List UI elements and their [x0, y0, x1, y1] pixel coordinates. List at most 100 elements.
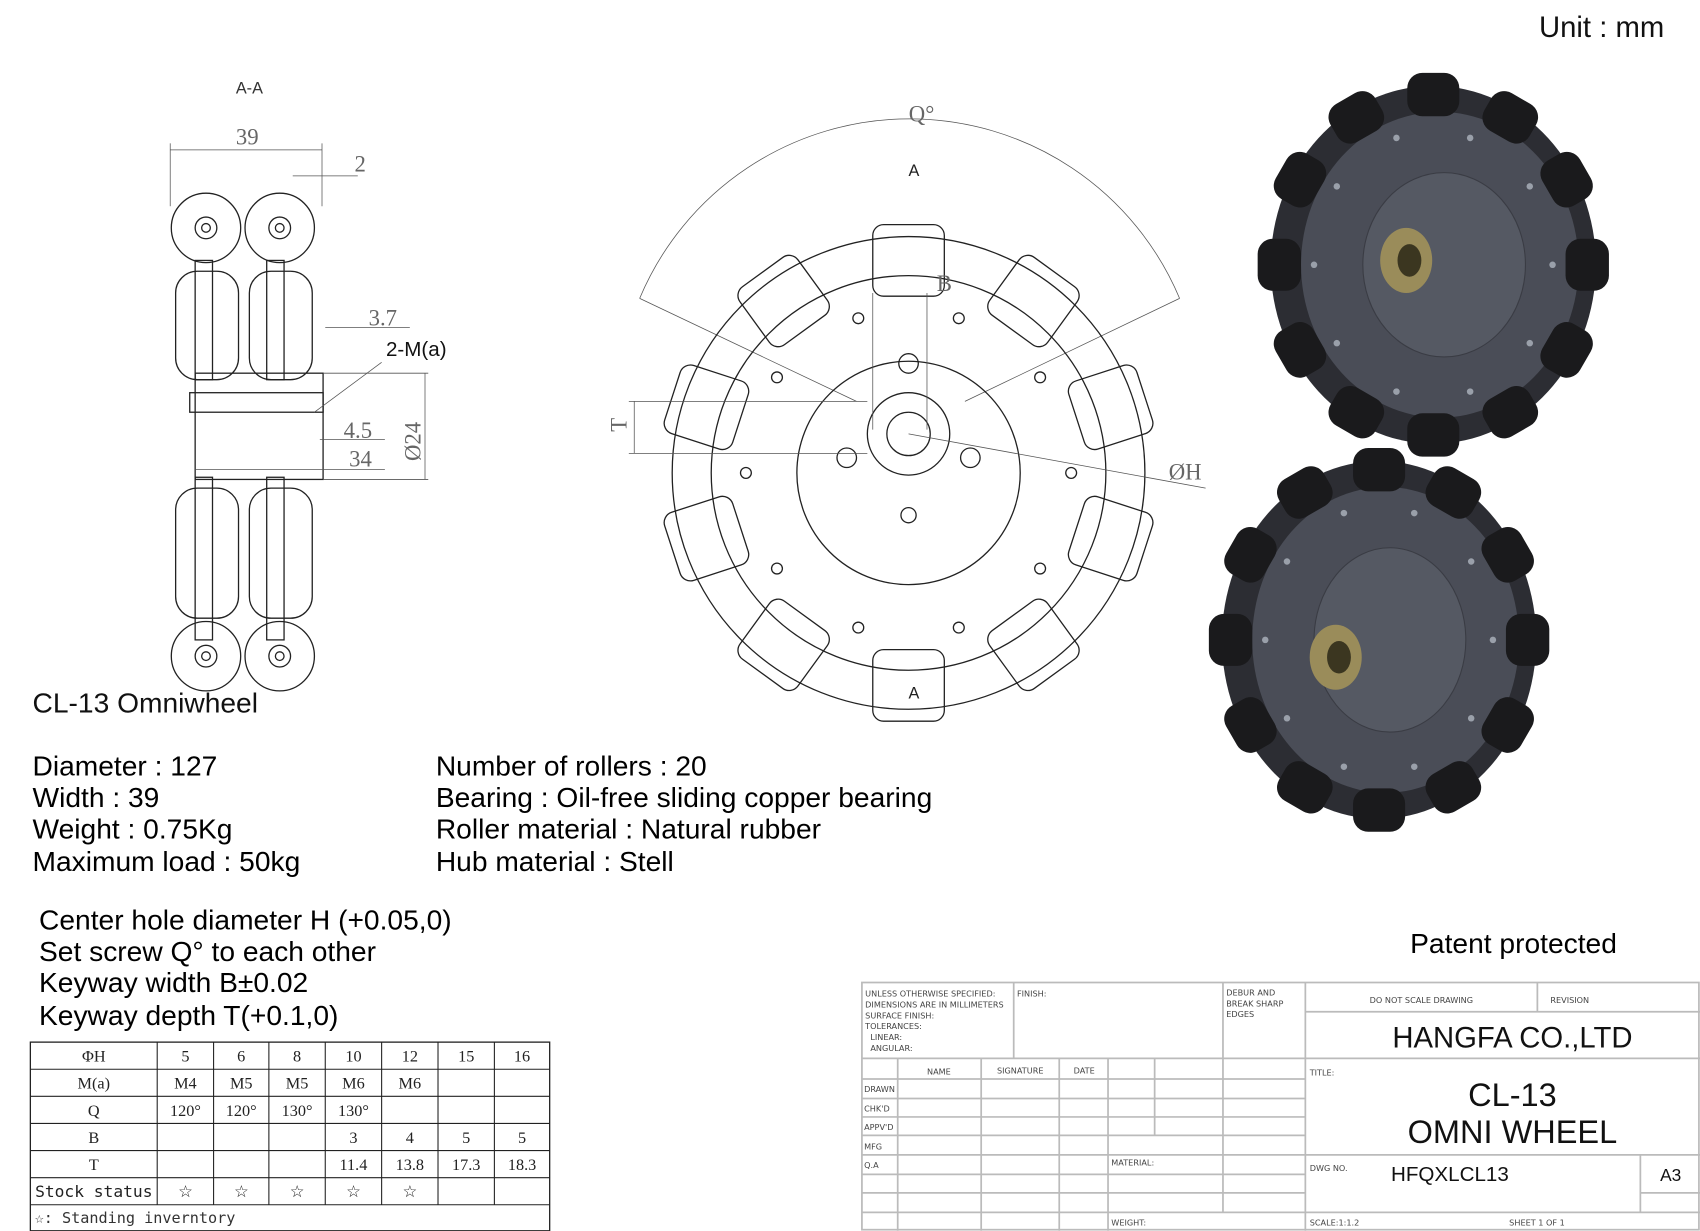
- table-cell: 17.3: [452, 1156, 480, 1174]
- table-cell: 13.8: [396, 1156, 424, 1174]
- bolt: [1411, 763, 1418, 770]
- table-cell: 120°: [170, 1102, 201, 1120]
- tb-role-drawn: DRAWN: [864, 1084, 895, 1094]
- table-cell: T: [89, 1156, 99, 1174]
- spec-hub-material: Hub material : Stell: [436, 845, 674, 877]
- bolt: [1333, 183, 1341, 190]
- front-roller: [872, 649, 945, 722]
- spec-roller-material: Roller material : Natural rubber: [436, 812, 821, 844]
- table-footnote: ☆: Standing inverntory: [35, 1209, 236, 1227]
- set-screw-hole: [898, 353, 919, 374]
- bolt: [1283, 558, 1291, 565]
- title-block-border: [861, 981, 1700, 1231]
- rubber-roller: [1481, 697, 1534, 753]
- rubber-roller: [1224, 526, 1277, 583]
- tb-weight: WEIGHT:: [1111, 1217, 1146, 1227]
- product-title: CL-13 Omniwheel: [33, 687, 258, 719]
- tb-header-signature: SIGNATURE: [997, 1066, 1044, 1076]
- section-view: A-A 39 2 3.7 2-M(a) 4.5 34 Ø24: [169, 79, 447, 692]
- tb-material: MATERIAL:: [1111, 1158, 1154, 1168]
- note-center-hole: Center hole diameter H (+0.05,0): [39, 903, 452, 935]
- tb-tol-5: ANGULAR:: [865, 1043, 912, 1053]
- tb-title-label: TITLE:: [1309, 1068, 1335, 1078]
- table-cell: ☆: [403, 1183, 418, 1201]
- cut-mark-top: A: [909, 162, 920, 180]
- patent-label: Patent protected: [1410, 927, 1617, 959]
- roller-axle: [201, 651, 211, 662]
- section-label: A-A: [236, 79, 263, 97]
- spec-rollers: Number of rollers : 20: [436, 749, 707, 781]
- roller-axle: [268, 644, 292, 668]
- dim-bore: Ø24: [401, 421, 426, 461]
- tb-tol-2: SURFACE FINISH:: [865, 1010, 934, 1020]
- rubber-roller: [1540, 322, 1593, 378]
- dim-d1: 3.7: [369, 305, 397, 330]
- mount-hole: [1034, 371, 1047, 384]
- rubber-roller: [1276, 466, 1333, 519]
- front-view: Q° A A B T ØH: [607, 102, 1206, 722]
- table-cell: 130°: [282, 1102, 313, 1120]
- tb-size: A3: [1660, 1165, 1681, 1185]
- section-roller-body: [248, 487, 313, 619]
- front-roller: [737, 598, 830, 692]
- tb-header-name: NAME: [927, 1067, 951, 1077]
- table-cell: 16: [514, 1048, 530, 1066]
- table-cell: ☆: [290, 1183, 305, 1201]
- table-cell: B: [88, 1129, 99, 1147]
- front-roller: [1067, 495, 1154, 582]
- tb-revision: REVISION: [1550, 995, 1589, 1005]
- mount-hole: [739, 466, 752, 480]
- dim-depth: T: [607, 418, 632, 432]
- table-cell: 3: [349, 1129, 357, 1147]
- bolt: [1489, 636, 1497, 644]
- bolt: [1261, 636, 1269, 644]
- tb-tol-4: LINEAR:: [865, 1032, 902, 1042]
- mount-hole: [952, 312, 965, 325]
- mount-hole: [952, 621, 965, 634]
- section-roller: [170, 192, 242, 264]
- section-plate: [266, 259, 285, 381]
- rubber-roller: [1482, 91, 1539, 144]
- tb-title-line2: OMNI WHEEL: [1408, 1114, 1618, 1150]
- rubber-roller: [1425, 761, 1482, 814]
- notes: Center hole diameter H (+0.05,0) Set scr…: [39, 903, 452, 1030]
- note-keyway-depth: Keyway depth T(+0.1,0): [39, 999, 338, 1031]
- dim-d2: 4.5: [344, 418, 372, 443]
- bolt: [1283, 715, 1291, 722]
- front-roller: [987, 254, 1080, 348]
- section-roller: [170, 620, 242, 692]
- dim-offset: 2: [355, 152, 366, 177]
- tb-debur-1: BREAK SHARP: [1226, 998, 1283, 1008]
- mount-hole: [770, 562, 784, 575]
- spec-diameter: Diameter : 127: [33, 749, 218, 781]
- table-cell: 5: [181, 1048, 189, 1066]
- tb-sheet: SHEET 1 OF 1: [1509, 1217, 1565, 1227]
- section-roller: [244, 192, 316, 264]
- tb-role-qa: Q.A: [864, 1160, 879, 1170]
- table-cell: M5: [230, 1075, 253, 1093]
- rubber-roller: [1208, 613, 1253, 666]
- bolt: [1411, 509, 1418, 517]
- table-cell: 5: [462, 1129, 470, 1147]
- table-cell: M4: [174, 1075, 197, 1093]
- rubber-roller: [1407, 413, 1460, 457]
- bolt: [1526, 339, 1534, 347]
- mount-hole: [852, 621, 865, 634]
- bolt: [1333, 339, 1341, 347]
- mount-hole: [1065, 466, 1078, 480]
- bolt: [1393, 134, 1400, 142]
- tolerance-notes: UNLESS OTHERWISE SPECIFIED: DIMENSIONS A…: [864, 989, 1004, 1053]
- tb-tol-0: UNLESS OTHERWISE SPECIFIED:: [865, 989, 995, 999]
- rubber-roller: [1224, 697, 1277, 753]
- front-roller: [987, 598, 1080, 692]
- table-cell: M5: [286, 1075, 309, 1093]
- table-cell: 8: [293, 1048, 301, 1066]
- roller-axle: [201, 222, 211, 233]
- table-cell: Q: [88, 1102, 100, 1120]
- bolt: [1526, 183, 1534, 190]
- bolt: [1466, 134, 1474, 142]
- dim-d3: 34: [349, 446, 372, 471]
- tb-company: HANGFA CO.,LTD: [1392, 1023, 1632, 1055]
- tb-debur-2: EDGES: [1226, 1009, 1254, 1019]
- table-cell: 15: [458, 1048, 474, 1066]
